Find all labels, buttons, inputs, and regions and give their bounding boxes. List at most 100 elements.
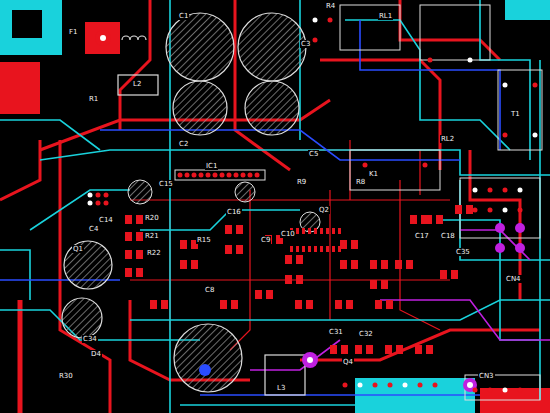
through-hole-pad <box>518 208 523 213</box>
pad <box>355 345 362 354</box>
through-hole-pad <box>373 383 378 388</box>
pad <box>332 246 335 252</box>
pad <box>314 246 317 252</box>
pad <box>236 225 243 234</box>
pad <box>340 260 347 269</box>
pad <box>285 255 292 264</box>
through-hole-pad <box>96 201 101 206</box>
part-label: R22 <box>146 249 162 257</box>
pad <box>395 260 402 269</box>
part-label: L3 <box>276 384 286 392</box>
through-hole-pad <box>388 383 393 388</box>
pad <box>231 300 238 309</box>
pad <box>302 228 305 234</box>
electrolytic-capacitor <box>62 13 320 392</box>
part-label: R8 <box>355 178 366 186</box>
pad <box>366 345 373 354</box>
through-hole-pad <box>313 18 318 23</box>
pad <box>410 215 417 224</box>
pad <box>266 290 273 299</box>
via-holes <box>95 30 525 392</box>
pad <box>335 300 342 309</box>
inductor-coil <box>118 36 305 395</box>
pad <box>308 228 311 234</box>
part-label: K1 <box>368 170 379 178</box>
part-label: C3 <box>300 40 311 48</box>
part-label: C4 <box>88 225 99 233</box>
through-hole-pad <box>488 388 493 393</box>
pad <box>295 300 302 309</box>
through-hole-pad <box>468 58 473 63</box>
part-label: T1 <box>510 110 521 118</box>
through-hole-pad <box>220 173 225 178</box>
pad <box>375 300 382 309</box>
through-hole-pad <box>503 388 508 393</box>
part-label: R21 <box>144 232 160 240</box>
pad <box>296 275 303 284</box>
pad <box>381 280 388 289</box>
through-hole-pad <box>313 38 318 43</box>
thin-red-traces <box>130 140 450 350</box>
part-label: C15 <box>158 180 174 188</box>
pad <box>455 205 462 214</box>
part-label: C34 <box>82 335 98 343</box>
through-hole-pad <box>234 173 239 178</box>
part-label: C2 <box>178 140 189 148</box>
part-label: CN4 <box>505 275 522 283</box>
smd-pads <box>88 18 538 393</box>
pad <box>296 228 299 234</box>
pad <box>381 260 388 269</box>
pad <box>338 228 341 234</box>
through-hole-pad <box>433 383 438 388</box>
pad <box>161 300 168 309</box>
relay-outline <box>175 5 542 400</box>
part-label: R20 <box>144 214 160 222</box>
through-hole-pad <box>192 173 197 178</box>
through-hole-pad <box>503 188 508 193</box>
pad <box>396 345 403 354</box>
pad <box>370 280 377 289</box>
pad <box>150 300 157 309</box>
pad <box>225 225 232 234</box>
through-hole-pad <box>255 173 260 178</box>
pad <box>415 345 422 354</box>
through-hole-pad <box>343 383 348 388</box>
pad <box>338 246 341 252</box>
pad <box>451 270 458 279</box>
through-hole-pad <box>206 173 211 178</box>
through-hole-pad <box>358 383 363 388</box>
through-hole-pad <box>199 173 204 178</box>
pad <box>125 215 132 224</box>
pad <box>191 260 198 269</box>
part-label: C17 <box>414 232 430 240</box>
pad <box>136 215 143 224</box>
pad <box>406 260 413 269</box>
through-hole-pad <box>104 201 109 206</box>
part-label: F1 <box>68 28 78 36</box>
pad <box>326 246 329 252</box>
pad <box>308 246 311 252</box>
through-hole-pad <box>488 188 493 193</box>
pad <box>326 228 329 234</box>
through-hole-pad <box>96 193 101 198</box>
pad <box>236 245 243 254</box>
pad <box>425 215 432 224</box>
pad <box>125 250 132 259</box>
through-hole-pad <box>533 133 538 138</box>
through-hole-pad <box>418 383 423 388</box>
pad <box>290 246 293 252</box>
pad <box>136 268 143 277</box>
through-hole-pad <box>363 163 368 168</box>
pad <box>296 246 299 252</box>
through-hole-pad <box>503 83 508 88</box>
pad <box>255 290 262 299</box>
pad <box>440 270 447 279</box>
pad <box>125 268 132 277</box>
pad <box>180 260 187 269</box>
through-hole-pad <box>403 383 408 388</box>
pad <box>386 300 393 309</box>
pad <box>225 245 232 254</box>
pad <box>351 240 358 249</box>
